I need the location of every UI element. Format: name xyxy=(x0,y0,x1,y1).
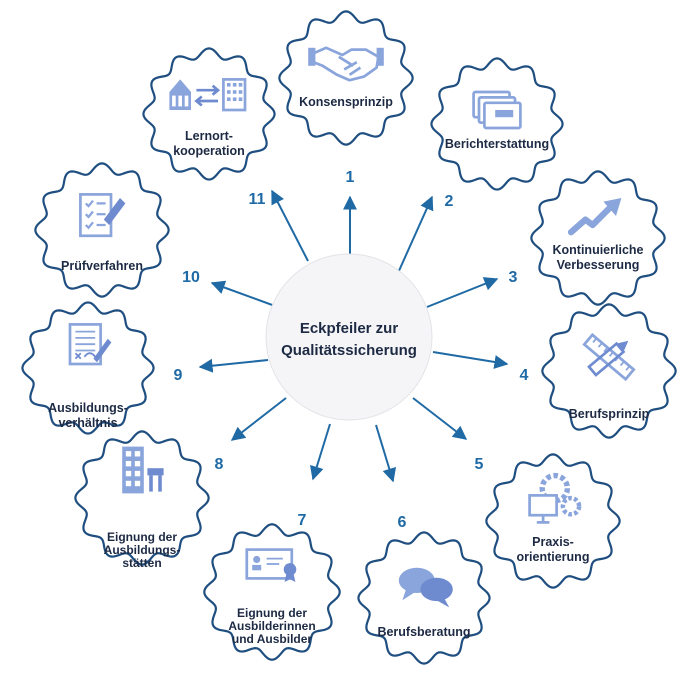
checklist-icon xyxy=(79,193,126,238)
pillar-9-label-line-2: verhältnis xyxy=(58,416,117,430)
report-cards-icon xyxy=(472,90,522,130)
pillar-3-label-line-1: Kontinuierliche xyxy=(553,243,644,257)
pillar-9-label-line-1: Ausbildungs- xyxy=(48,401,128,415)
pillar-10-number: 10 xyxy=(182,269,200,286)
pillar-6-arrow xyxy=(375,424,397,483)
pillar-5-number: 5 xyxy=(475,456,484,473)
monitor-gears-icon xyxy=(528,472,582,524)
pencil-ruler-icon xyxy=(582,332,636,382)
pillar-8-label-line-1: Eignung der xyxy=(107,530,177,544)
pillar-1-label-line-1: Konsensprinzip xyxy=(299,95,393,109)
pillar-5-badge-outline xyxy=(485,453,621,589)
pillar-4-arrow xyxy=(432,351,509,369)
pillar-1-badge: Konsensprinzip xyxy=(278,10,414,146)
building-icon xyxy=(122,446,164,494)
pillar-11-arrow xyxy=(271,189,309,262)
pillar-7-label-line-2: Ausbilderinnen xyxy=(228,619,315,633)
pillar-4-number: 4 xyxy=(520,367,529,384)
pillar-7-label-line-3: und Ausbilder xyxy=(232,632,313,646)
pillar-7-label-line-1: Eignung der xyxy=(237,606,307,620)
center-node: Eckpfeiler zur Qualitätssicherung xyxy=(265,253,433,421)
pillar-4-badge: Berufsprinzip xyxy=(541,303,677,439)
certificate-icon xyxy=(245,548,297,582)
pillar-8-arrow xyxy=(230,397,287,441)
pillar-7-number: 7 xyxy=(298,512,307,529)
pillar-9-number: 9 xyxy=(174,367,183,384)
pillar-7-arrow xyxy=(310,423,331,481)
pillar-8-number: 8 xyxy=(215,456,224,473)
pillar-11-badge: Lernort-kooperation xyxy=(142,47,276,181)
pillar-8-badge-outline xyxy=(74,430,210,566)
pillar-6-label-line-1: Berufsberatung xyxy=(377,625,470,639)
pillar-3-label-line-2: Verbesserung xyxy=(557,258,640,272)
pillar-4-badge-outline xyxy=(541,303,677,439)
pillar-5-arrow xyxy=(412,397,468,440)
center-label-line-2: Qualitätssicherung xyxy=(281,342,417,359)
pillar-11-badge-outline xyxy=(142,47,276,181)
pillar-9-arrow xyxy=(198,358,269,373)
pillar-10-arrow xyxy=(210,280,276,307)
pillar-8-label-line-2: Ausbildungs- xyxy=(104,543,181,557)
buildings-exchange-icon xyxy=(169,78,247,112)
pillar-9-badge: Ausbildungs-verhältnis xyxy=(21,301,155,435)
pillar-2-arrow xyxy=(397,195,434,274)
center-label-line-1: Eckpfeiler zur xyxy=(300,320,399,337)
pillar-4-label-line-1: Berufsprinzip xyxy=(569,407,650,421)
pillar-5-label-line-1: Praxis- xyxy=(532,535,574,549)
trend-up-arrow-icon xyxy=(567,198,622,236)
pillar-2-number: 2 xyxy=(445,193,454,210)
badges-layer: KonsensprinzipBerichterstattungKontinuie… xyxy=(21,10,677,665)
pillar-2-label-line-1: Berichterstattung xyxy=(445,137,549,151)
contract-signature-icon xyxy=(68,323,112,366)
pillar-8-label-line-3: stätten xyxy=(122,556,161,570)
handshake-icon xyxy=(308,46,384,82)
pillar-9-badge-outline xyxy=(21,301,155,435)
pillar-5-label-line-2: orientierung xyxy=(517,550,590,564)
pillar-3-badge-outline xyxy=(530,170,666,306)
numbers-layer: 1 2 3 4 5 6 7 8 9 10 11 xyxy=(174,169,529,531)
pillar-7-badge-outline xyxy=(203,523,341,661)
pillar-6-badge: Berufsberatung xyxy=(357,531,491,665)
pillar-6-badge-outline xyxy=(357,531,491,665)
pillar-10-label-line-1: Prüfverfahren xyxy=(61,259,143,273)
center-circle xyxy=(265,253,433,421)
pillar-10-badge: Prüfverfahren xyxy=(34,162,170,298)
pillar-11-label-line-2: kooperation xyxy=(173,144,245,158)
speech-bubbles-icon xyxy=(398,567,453,608)
pillar-3-arrow xyxy=(426,277,499,308)
pillar-1-number: 1 xyxy=(346,169,355,186)
pillar-2-badge: Berichterstattung xyxy=(430,57,564,191)
arrows-layer xyxy=(198,189,509,483)
pillar-11-label-line-1: Lernort- xyxy=(185,129,233,143)
pillar-6-number: 6 xyxy=(398,514,407,531)
pillar-5-badge: Praxis-orientierung xyxy=(485,453,621,589)
pillar-3-number: 3 xyxy=(509,269,518,286)
pillar-11-number: 11 xyxy=(249,191,266,208)
